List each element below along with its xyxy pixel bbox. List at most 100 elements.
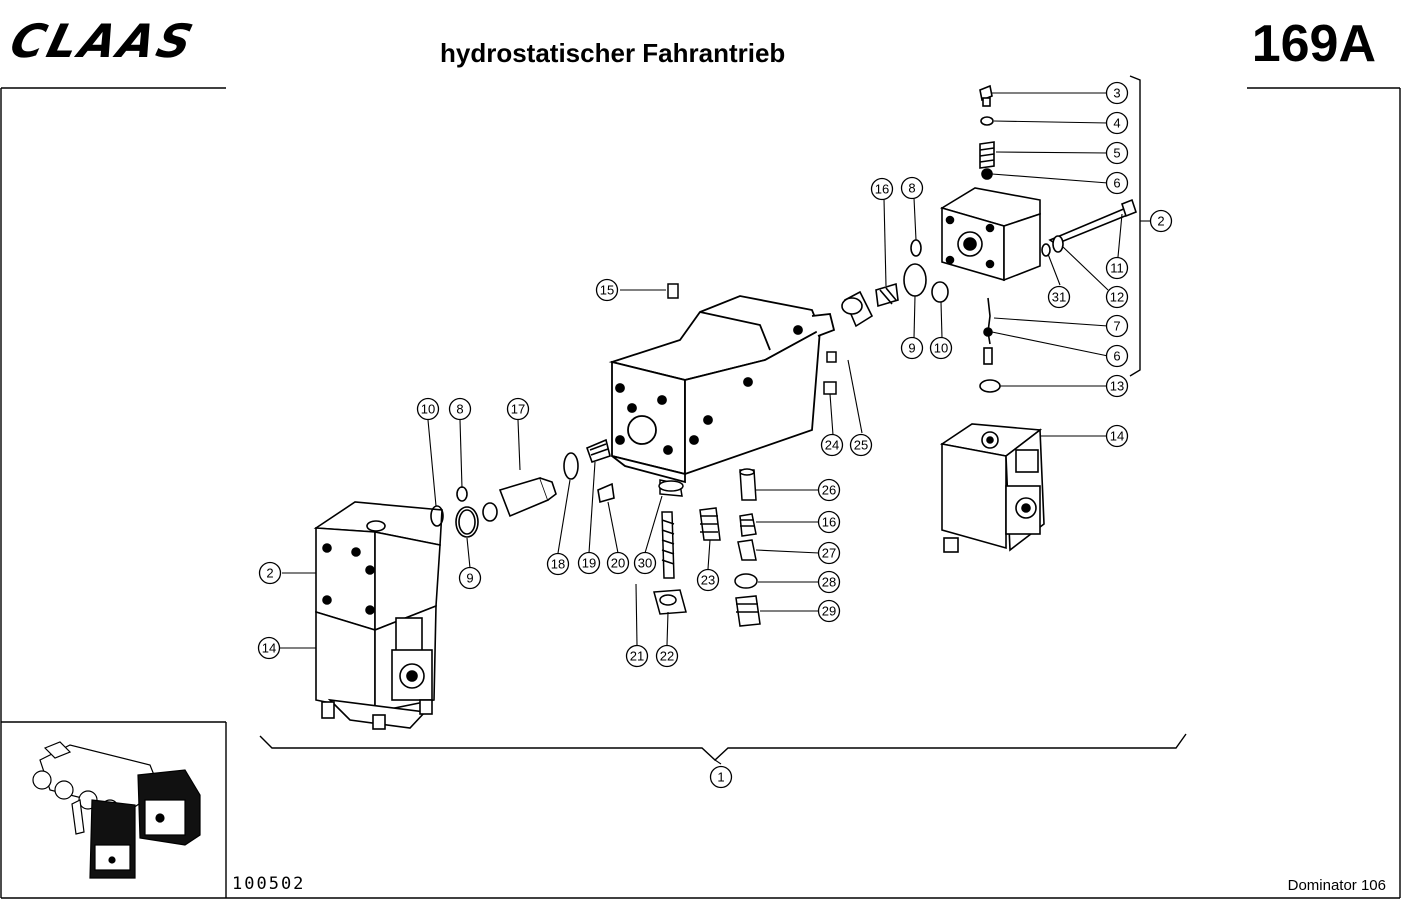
callout-22: 22 [655, 644, 679, 668]
callout-circle [900, 176, 924, 200]
callout-21: 21 [625, 644, 649, 668]
callout-circle [1105, 424, 1129, 448]
callout-2: 2 [1149, 209, 1173, 233]
callout-circle [258, 561, 282, 585]
callout-circle [817, 570, 841, 594]
control-block-left [313, 501, 443, 730]
callout-label: 17 [511, 402, 525, 417]
page-frame [0, 87, 1401, 899]
callout-15: 15 [595, 278, 619, 302]
callout-12: 12 [1105, 285, 1129, 309]
callout-label: 29 [822, 604, 836, 619]
model-name: Dominator 106 [1287, 877, 1386, 894]
leader-lines [280, 92, 1151, 765]
callout-label: 1 [717, 770, 724, 785]
callout-circle [1149, 209, 1173, 233]
page-title: hydrostatischer Fahrantrieb [440, 38, 786, 68]
callout-label: 3 [1113, 86, 1120, 101]
callout-circle [1047, 285, 1071, 309]
callout-label: 16 [875, 182, 889, 197]
callout-label: 9 [466, 571, 473, 586]
callout-circle [606, 551, 630, 575]
callout-26: 26 [817, 478, 841, 502]
callout-circle [1105, 171, 1129, 195]
callout-circle [1105, 314, 1129, 338]
callout-label: 12 [1110, 290, 1124, 305]
callout-circle [416, 397, 440, 421]
callout-circle [1105, 111, 1129, 135]
callout-circle [817, 478, 841, 502]
callout-10: 10 [929, 336, 953, 360]
valve-block-upper-right [940, 84, 1137, 393]
callout-circle [1105, 285, 1129, 309]
callout-label: 6 [1113, 349, 1120, 364]
callout-label: 20 [611, 556, 625, 571]
callout-circle [900, 336, 924, 360]
callout-label: 7 [1113, 319, 1120, 334]
callout-label: 27 [822, 546, 836, 561]
callout-5: 5 [1105, 141, 1129, 165]
callout-circle [817, 541, 841, 565]
callout-label: 15 [600, 283, 614, 298]
callout-9: 9 [458, 566, 482, 590]
callout-label: 14 [262, 641, 276, 656]
callout-25: 25 [849, 433, 873, 457]
callout-11: 11 [1105, 256, 1129, 280]
callout-8: 8 [448, 397, 472, 421]
callout-20: 20 [606, 551, 630, 575]
callout-circle [820, 433, 844, 457]
callout-4: 4 [1105, 111, 1129, 135]
callout-label: 8 [908, 181, 915, 196]
callout-label: 2 [1157, 214, 1164, 229]
callout-label: 16 [822, 515, 836, 530]
callout-29: 29 [817, 599, 841, 623]
callout-circle [817, 510, 841, 534]
callout-label: 19 [582, 556, 596, 571]
housing-small-parts [653, 283, 837, 627]
pump-housing-right [939, 423, 1045, 553]
callout-label: 28 [822, 575, 836, 590]
callout-3: 3 [1105, 81, 1129, 105]
page-number: 169A [1251, 15, 1376, 73]
callout-circle [1105, 141, 1129, 165]
callout-6: 6 [1105, 171, 1129, 195]
callout-label: 13 [1110, 379, 1124, 394]
drawing-number: 100502 [232, 874, 306, 894]
callout-label: 10 [934, 341, 948, 356]
callout-circle [849, 433, 873, 457]
callout-circle [1105, 374, 1129, 398]
callout-16: 16 [817, 510, 841, 534]
callout-6: 6 [1105, 344, 1129, 368]
callout-13: 13 [1105, 374, 1129, 398]
callout-28: 28 [817, 570, 841, 594]
callout-circle [1105, 81, 1129, 105]
callout-9: 9 [900, 336, 924, 360]
callout-label: 8 [456, 402, 463, 417]
callout-circle [633, 551, 657, 575]
callout-circle [709, 765, 733, 789]
callout-label: 4 [1113, 116, 1120, 131]
callout-circle [929, 336, 953, 360]
callout-circle [448, 397, 472, 421]
callout-label: 24 [825, 438, 839, 453]
seal-and-cartridge-group [430, 438, 615, 538]
callout-8: 8 [900, 176, 924, 200]
callout-label: 22 [660, 649, 674, 664]
callout-label: 10 [421, 402, 435, 417]
callout-24: 24 [820, 433, 844, 457]
callout-label: 30 [638, 556, 652, 571]
callout-circle [506, 397, 530, 421]
callout-17: 17 [506, 397, 530, 421]
callout-label: 6 [1113, 176, 1120, 191]
callout-30: 30 [633, 551, 657, 575]
callout-label: 25 [854, 438, 868, 453]
callout-label: 21 [630, 649, 644, 664]
callout-14: 14 [1105, 424, 1129, 448]
callout-14: 14 [257, 636, 281, 660]
callout-label: 9 [908, 341, 915, 356]
callout-1: 1 [709, 765, 733, 789]
callout-circle [625, 644, 649, 668]
callout-circle [257, 636, 281, 660]
